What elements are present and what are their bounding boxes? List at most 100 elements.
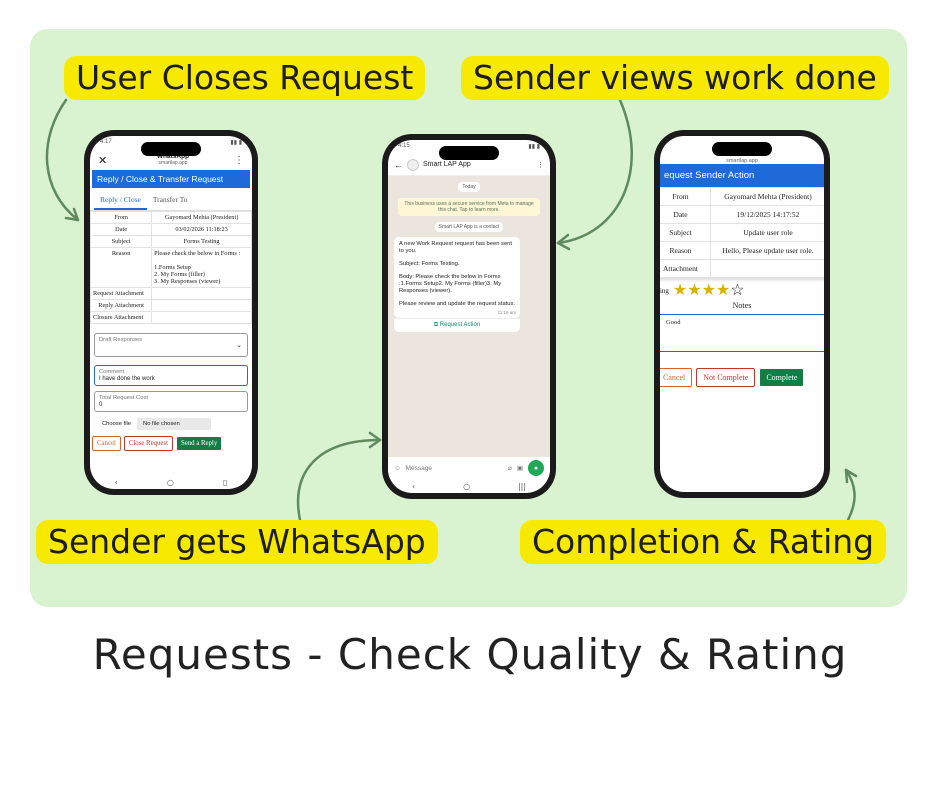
request-action-button[interactable]: ⧉ Request Action bbox=[394, 318, 520, 332]
request-action-label: Request Action bbox=[439, 322, 481, 328]
file-chooser: Choose file No file chosen bbox=[102, 418, 248, 430]
header-url: smartlap.app bbox=[158, 160, 188, 166]
not-complete-button[interactable]: Not Complete bbox=[696, 368, 756, 387]
recents-icon[interactable]: ▯ bbox=[223, 477, 228, 487]
contact-note: Smart LAP App is a contact bbox=[434, 222, 504, 232]
status-time: 4:17 bbox=[100, 139, 112, 145]
message-input[interactable]: Message bbox=[405, 464, 433, 472]
cancel-button[interactable]: Cancel bbox=[92, 436, 121, 451]
reason-line: 1.Forms Setup bbox=[154, 264, 191, 271]
header-title: WhatsApp bbox=[156, 153, 190, 160]
phone-sender-action: WhatsApp smartlap.app equest Sender Acti… bbox=[654, 130, 830, 498]
reason-text: Please check the below in Forms : bbox=[154, 250, 241, 257]
row-value: Hello, Please update user role. bbox=[710, 241, 824, 260]
cost-label: Total Request Cost bbox=[99, 395, 148, 401]
message-bubble: A new Work Request request has been sent… bbox=[394, 237, 520, 318]
attach-icon[interactable]: ⌀ bbox=[507, 465, 512, 472]
cost-value: 0 bbox=[99, 402, 103, 408]
star-icon[interactable]: ☆ bbox=[730, 282, 745, 299]
home-icon[interactable]: ○ bbox=[463, 481, 471, 491]
row-value bbox=[710, 259, 824, 278]
status-bar: 4:17▮▮ ▮ bbox=[90, 136, 252, 150]
back-icon[interactable]: ‹ bbox=[411, 481, 416, 491]
table-row: Reply Attachment bbox=[90, 299, 252, 312]
tab-bar: Reply / Close Transfer To bbox=[90, 188, 252, 211]
camera-notch bbox=[141, 142, 201, 156]
system-note[interactable]: This business uses a secure service from… bbox=[398, 198, 540, 216]
message-time: 11:16 am bbox=[497, 310, 516, 315]
row-label: Reason bbox=[660, 241, 711, 260]
reason-line: 3. My Responses (viewer) bbox=[154, 278, 221, 285]
comment-field[interactable]: Comment I have done the work bbox=[94, 365, 248, 386]
contact-avatar[interactable] bbox=[407, 158, 419, 171]
message-line: Body: Please check the below in Forms :1… bbox=[399, 274, 502, 294]
callout-sender-views: Sender views work done bbox=[461, 56, 889, 100]
home-icon[interactable]: ○ bbox=[166, 477, 174, 487]
camera-notch bbox=[439, 146, 499, 160]
row-value: 03/02/2026 11:18:23 bbox=[151, 223, 252, 236]
recents-icon[interactable]: ||| bbox=[517, 481, 527, 491]
cancel-button[interactable]: Cancel bbox=[660, 368, 693, 387]
back-icon[interactable]: ‹ bbox=[114, 477, 118, 487]
star-icon[interactable]: ★ bbox=[687, 282, 702, 299]
message-line: A new Work Request request has been sent… bbox=[399, 241, 512, 254]
reason-line: 2. My Forms (filler) bbox=[154, 271, 205, 278]
table-row: Attachment bbox=[660, 259, 824, 278]
reason-cell: Please check the below in Forms : 1.Form… bbox=[151, 247, 252, 288]
row-value: Gayomard Mehta (President) bbox=[151, 211, 252, 224]
tab-reply-close[interactable]: Reply / Close bbox=[94, 193, 147, 210]
total-cost-field[interactable]: Total Request Cost 0 bbox=[94, 391, 248, 412]
draft-responses-select[interactable]: Draft Responses ⌄ bbox=[94, 333, 248, 357]
emoji-icon[interactable]: ☺ bbox=[394, 464, 401, 472]
status-time: 4:15 bbox=[398, 143, 410, 149]
signal-icon: ▮▮ ▮ bbox=[528, 144, 540, 150]
android-nav: ‹ ○ ||| bbox=[388, 479, 550, 493]
phone-whatsapp: 4:15 ▮▮ ▮ ← Smart LAP App ⋮ Today This bu… bbox=[382, 134, 556, 499]
row-value: Forms Testing bbox=[151, 235, 252, 248]
camera-icon[interactable]: ▣ bbox=[516, 465, 523, 472]
row-label: Date bbox=[660, 205, 711, 224]
star-icon[interactable]: ★ bbox=[672, 282, 688, 299]
attachment-label: Request Attachment bbox=[90, 287, 153, 300]
row-label: Reason bbox=[90, 247, 153, 288]
row-label: Subject bbox=[660, 223, 711, 242]
table-row: Request Attachment bbox=[90, 287, 252, 300]
chat-area: Today This business uses a secure servic… bbox=[388, 176, 550, 457]
message-line: Please review and update the request sta… bbox=[399, 301, 516, 307]
android-nav: ‹ ○ ▯ bbox=[90, 475, 252, 489]
star-icon[interactable]: ★ bbox=[701, 282, 716, 299]
row-value: 19/12/2025 14:17:52 bbox=[710, 205, 824, 224]
comment-value: I have done the work bbox=[99, 376, 155, 382]
more-icon[interactable]: ⋮ bbox=[234, 154, 244, 166]
action-buttons: Cancel Close Request Send a Reply bbox=[92, 436, 250, 451]
notes-field[interactable]: Good bbox=[660, 314, 824, 352]
contact-name[interactable]: Smart LAP App bbox=[423, 161, 471, 168]
complete-button[interactable]: Complete bbox=[759, 368, 805, 387]
close-icon[interactable]: ✕ bbox=[98, 154, 108, 167]
action-buttons: Cancel Not Complete Complete bbox=[660, 368, 824, 387]
draft-label: Draft Responses bbox=[99, 337, 143, 343]
callout-user-closes: User Closes Request bbox=[64, 56, 426, 100]
star-icon[interactable]: ★ bbox=[715, 282, 731, 299]
back-arrow-icon[interactable]: ← bbox=[394, 159, 403, 170]
external-link-icon: ⧉ bbox=[433, 322, 439, 328]
send-reply-button[interactable]: Send a Reply bbox=[175, 436, 223, 451]
phone2-screen: 4:15 ▮▮ ▮ ← Smart LAP App ⋮ Today This bu… bbox=[388, 140, 550, 493]
close-request-button[interactable]: Close Request bbox=[123, 436, 173, 451]
mic-icon[interactable]: ● bbox=[528, 460, 544, 476]
tab-transfer-to[interactable]: Transfer To bbox=[152, 195, 188, 204]
rating-row: ting ★★★★☆ bbox=[660, 282, 824, 299]
header-url: smartlap.app bbox=[726, 158, 758, 164]
attachment-label: Closure Attachment bbox=[90, 311, 153, 324]
message-input-bar: ☺ Message ⌀ ▣ ● bbox=[388, 457, 550, 479]
choose-file-button[interactable]: Choose file bbox=[102, 421, 132, 427]
row-label: Subject bbox=[90, 235, 153, 248]
more-icon[interactable]: ⋮ bbox=[537, 161, 544, 169]
